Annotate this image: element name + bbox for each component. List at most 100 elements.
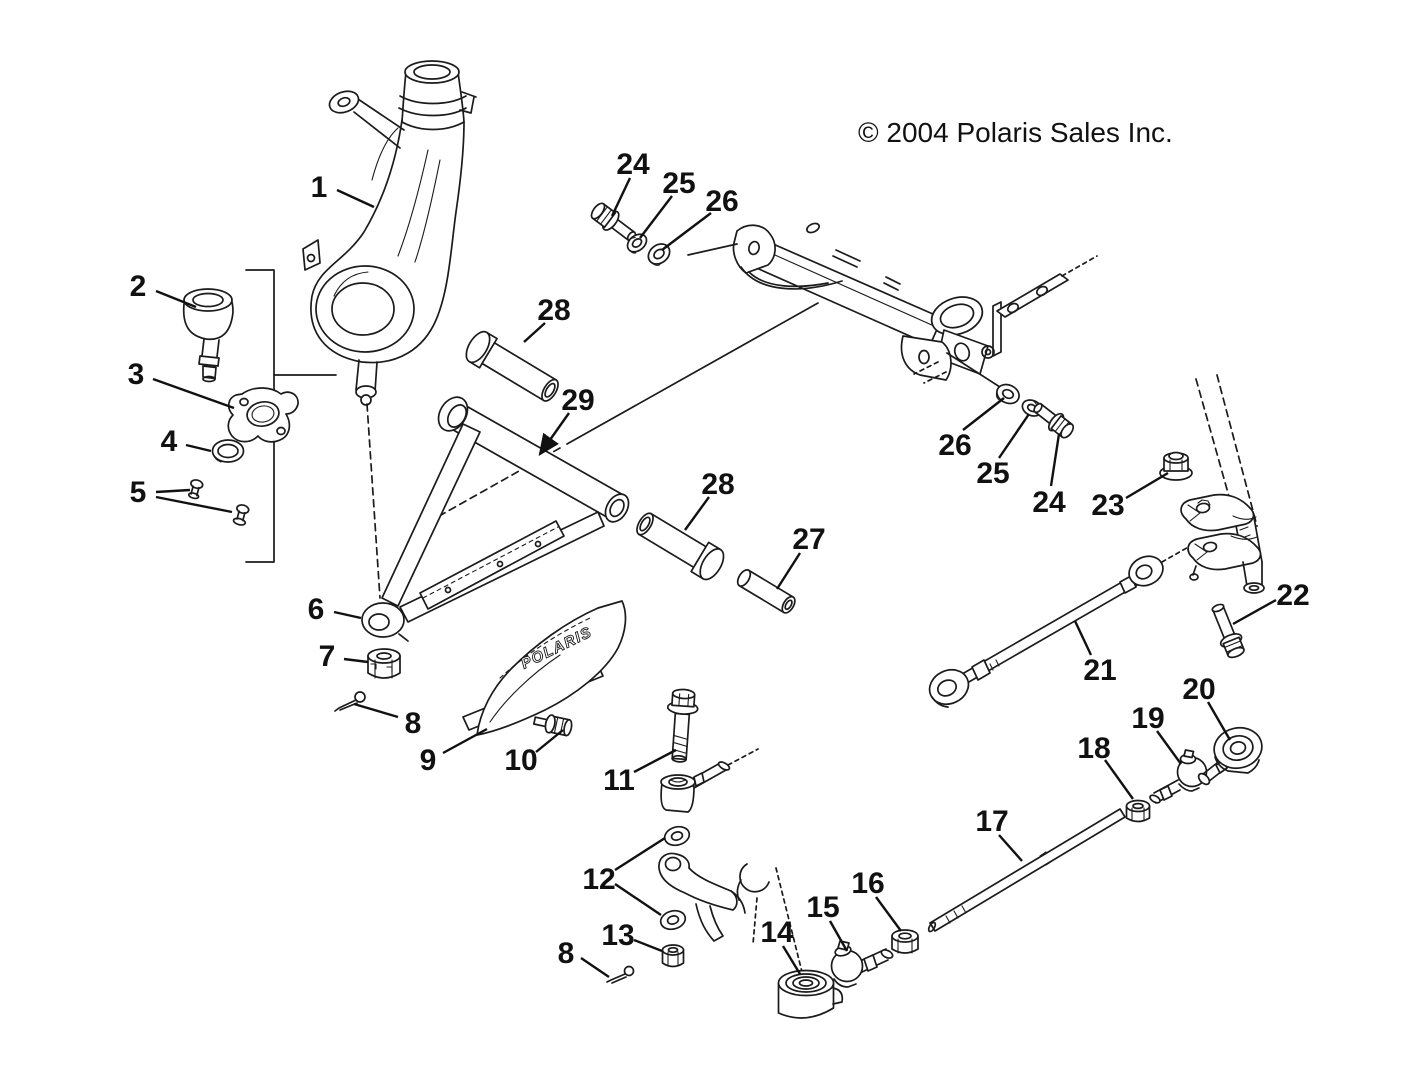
callout-number: 8 — [558, 937, 575, 970]
callout-12: 12 — [582, 836, 666, 916]
callout-leader-line — [333, 610, 362, 620]
callout-number: 5 — [130, 476, 147, 509]
callout-leader-line — [610, 177, 632, 217]
callout-leader-line — [538, 412, 570, 456]
seal-ring-drawing — [211, 439, 245, 463]
callout-number: 9 — [420, 744, 437, 777]
callout-11: 11 — [603, 748, 677, 797]
callout-leader-line — [523, 322, 546, 343]
callout-number: 26 — [938, 429, 971, 462]
callout-number: 29 — [561, 384, 594, 417]
callout-leader-line — [442, 727, 488, 755]
callout-leader-line — [614, 836, 666, 872]
a-arm-drawing — [361, 396, 630, 642]
callout-number: 8 — [405, 707, 422, 740]
callout-number: 20 — [1182, 673, 1215, 706]
callout-15: 15 — [806, 891, 849, 952]
callout-leader-line — [155, 289, 197, 309]
bolt-10-drawing — [532, 714, 573, 737]
callout-number: 22 — [1276, 579, 1309, 612]
steering-knuckle-drawing — [302, 60, 477, 599]
callout-number: 28 — [701, 468, 734, 501]
callout-leader-line — [775, 552, 802, 590]
callout-10: 10 — [504, 729, 564, 777]
callout-number: 24 — [616, 148, 650, 181]
callout-8: 8 — [353, 702, 422, 740]
callout-25: 25 — [976, 413, 1030, 490]
nut-13-drawing — [661, 944, 685, 968]
callout-number: 13 — [601, 919, 634, 952]
callout-leader-line — [661, 212, 712, 251]
callout-number: 17 — [975, 805, 1008, 838]
rod-end-context-drawing — [660, 748, 759, 813]
tie-rod-17-drawing — [927, 808, 1126, 933]
ball-joint-drawing — [182, 288, 234, 383]
callout-24: 24 — [1032, 433, 1066, 519]
screws-drawing — [187, 479, 250, 526]
nut-23-drawing — [1159, 451, 1193, 481]
callout-27: 27 — [775, 523, 826, 590]
callout-16: 16 — [851, 867, 902, 932]
callout-leader-line — [1049, 433, 1061, 487]
callout-number: 1 — [311, 171, 328, 204]
callout-leader-line — [155, 488, 191, 494]
callout-leader-line — [633, 938, 663, 953]
callout-number: 25 — [662, 167, 695, 200]
steering-link-21-drawing — [928, 540, 1200, 708]
callout-24: 24 — [610, 148, 650, 217]
callout-5: 5 — [130, 476, 233, 514]
flange-plate-drawing — [227, 387, 299, 443]
callout-number: 18 — [1077, 732, 1110, 765]
callout-28: 28 — [523, 294, 571, 343]
callout-6: 6 — [308, 593, 362, 626]
bolt-22-drawing — [1211, 603, 1245, 659]
callout-26: 26 — [938, 397, 1005, 462]
callout-number: 4 — [161, 425, 178, 458]
copyright-text: © 2004 Polaris Sales Inc. — [858, 117, 1173, 148]
callout-21: 21 — [1073, 620, 1117, 687]
callout-number: 16 — [851, 867, 884, 900]
nut-7-drawing — [367, 648, 401, 679]
callout-leader-line — [875, 896, 902, 932]
callout-2: 2 — [130, 270, 197, 309]
steering-post-drawing — [1180, 374, 1265, 594]
rod-end-15-drawing — [830, 940, 894, 988]
callout-leader-line — [535, 729, 564, 753]
callout-leader-line — [1104, 759, 1134, 800]
callout-number: 27 — [792, 523, 825, 556]
callout-number: 10 — [504, 744, 537, 777]
callout-22: 22 — [1232, 579, 1310, 626]
exploded-view-drawing: POLARIS — [182, 60, 1265, 1019]
callout-leader-line — [1073, 620, 1093, 656]
callout-number: 14 — [760, 916, 794, 949]
callout-number: 25 — [976, 457, 1009, 490]
callout-leader-line — [580, 957, 610, 978]
bushing-14-drawing — [777, 969, 844, 1019]
callout-number: 21 — [1083, 654, 1116, 687]
callout-number: 24 — [1032, 486, 1066, 519]
nut-18-drawing — [1125, 799, 1151, 823]
callout-number: 19 — [1131, 702, 1164, 735]
callout-leader-line — [185, 443, 212, 453]
callout-number: 15 — [806, 891, 839, 924]
callout-leader-line — [1125, 471, 1169, 500]
cotter-pin-8b-drawing — [606, 965, 635, 984]
callout-leader-line — [998, 834, 1023, 862]
bellcrank-context-drawing — [658, 852, 758, 945]
callout-25: 25 — [639, 167, 696, 239]
callout-leader-line — [152, 377, 235, 410]
callout-26: 26 — [661, 185, 739, 251]
callout-20: 20 — [1182, 673, 1232, 741]
callout-number: 6 — [308, 593, 325, 626]
callout-leader-line — [343, 657, 369, 664]
callout-4: 4 — [161, 425, 212, 458]
lock-washer-25-top-drawing — [626, 233, 648, 254]
frame-member-drawing — [732, 222, 1098, 384]
bolt-24-right-drawing — [1033, 402, 1075, 439]
spacer-27-drawing — [736, 569, 796, 614]
sleeve-28b-drawing — [636, 512, 725, 581]
callout-29: 29 — [538, 384, 595, 456]
sleeve-28a-drawing — [465, 330, 559, 402]
